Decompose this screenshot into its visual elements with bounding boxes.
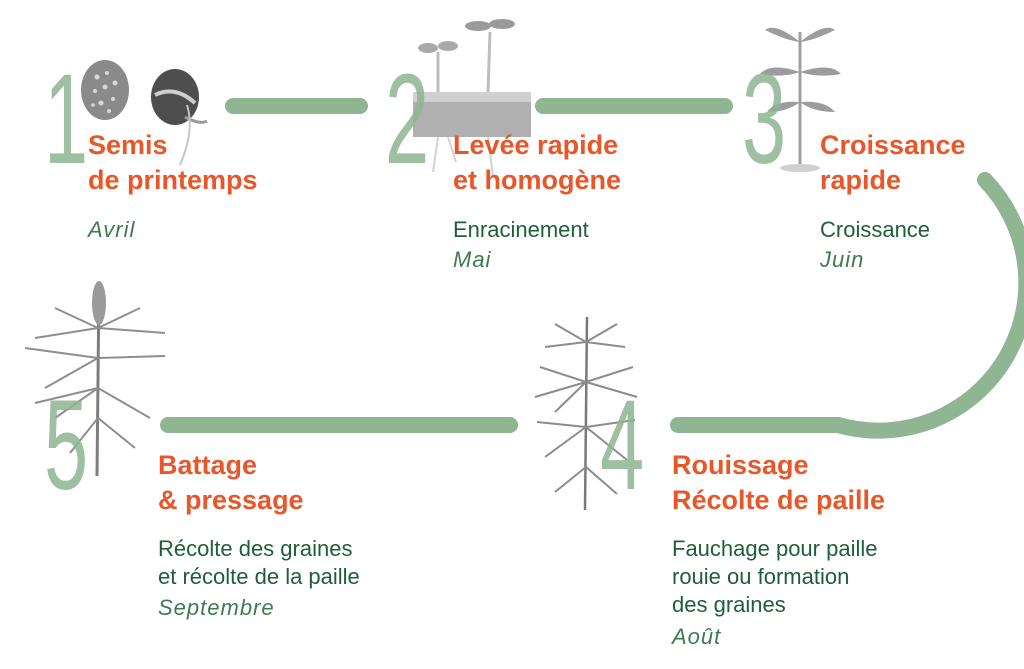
stage-4-description: Fauchage pour paille rouie ou formation … (672, 536, 878, 617)
stage-number-3: 3 (742, 48, 787, 191)
stage-1-month: Avril (88, 217, 136, 242)
stage-2-description: Enracinement (453, 217, 589, 242)
stage-5-title: Battage & pressage (158, 450, 304, 515)
stage-number-2: 2 (385, 48, 430, 191)
stage-5-month: Septembre (158, 595, 275, 620)
stage-3-description: Croissance (820, 217, 931, 242)
flowering-plant-icon (24, 281, 166, 477)
connector-3-4 (670, 172, 1024, 439)
stage-number-5: 5 (44, 374, 89, 517)
stage-3-month: Juin (820, 247, 865, 272)
mature-plant-icon (534, 316, 638, 511)
stage-number-1: 1 (44, 48, 89, 191)
stage-2-title: Levée rapide et homogène (453, 130, 622, 195)
stage-number-4: 4 (600, 374, 645, 517)
stage-1-title: Semis de printemps (88, 130, 258, 195)
hemp-seeds-icon (81, 60, 208, 166)
stage-5-description: Récolte des graines et récolte de la pai… (158, 536, 360, 589)
stage-3-title: Croissance rapide (820, 130, 966, 195)
stage-2-month: Mai (453, 247, 492, 272)
young-plant-icon (760, 27, 841, 172)
stage-4-title: Rouissage Récolte de paille (672, 450, 886, 515)
seedlings-icon (413, 19, 531, 178)
stage-4-month: Août (672, 624, 722, 649)
